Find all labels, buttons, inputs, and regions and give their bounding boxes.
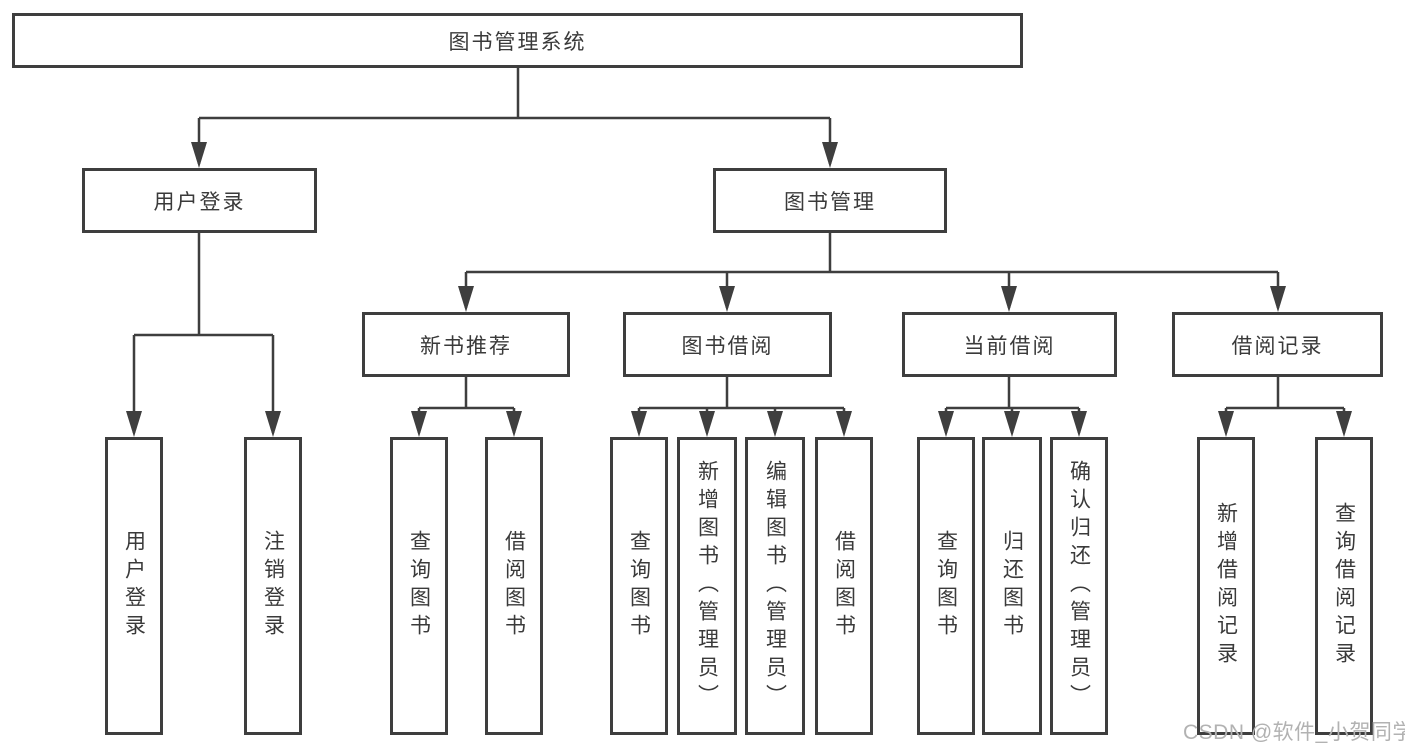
leaf-query-books-recommend: 查询图书 [390, 437, 448, 735]
leaf-logout: 注销登录 [244, 437, 302, 735]
node-book-borrowing: 图书借阅 [623, 312, 832, 377]
node-label: 借阅图书 [832, 530, 856, 642]
leaf-borrow-books-borrowing: 借阅图书 [815, 437, 873, 735]
node-label: 编辑图书（管理员） [763, 460, 787, 712]
node-label: 图书借阅 [681, 334, 774, 358]
leaf-user-login: 用户登录 [105, 437, 163, 735]
node-label: 确认归还（管理员） [1067, 460, 1091, 712]
node-label: 用户登录 [122, 530, 146, 642]
node-label: 用户登录 [153, 190, 246, 214]
node-new-book-recommendation: 新书推荐 [362, 312, 570, 377]
node-borrowing-records: 借阅记录 [1172, 312, 1383, 377]
node-library-management-system: 图书管理系统 [12, 13, 1023, 68]
node-label: 新增借阅记录 [1214, 502, 1238, 670]
node-label: 图书管理 [784, 190, 876, 214]
leaf-query-books-borrowing: 查询图书 [610, 437, 668, 735]
leaf-query-books-current: 查询图书 [917, 437, 975, 735]
node-label: 查询图书 [407, 530, 431, 642]
node-label: 借阅图书 [502, 530, 526, 642]
node-label: 当前借阅 [963, 334, 1056, 358]
leaf-add-books-admin: 新增图书（管理员） [677, 437, 737, 735]
node-label: 新书推荐 [420, 334, 512, 358]
leaf-query-borrow-record: 查询借阅记录 [1315, 437, 1373, 735]
leaf-edit-books-admin: 编辑图书（管理员） [745, 437, 805, 735]
node-label: 图书管理系统 [448, 30, 587, 54]
node-label: 查询借阅记录 [1332, 502, 1356, 670]
csdn-watermark: CSDN @软件_小贺同学 [1183, 721, 1405, 744]
leaf-return-books: 归还图书 [982, 437, 1042, 735]
leaf-confirm-return-admin: 确认归还（管理员） [1050, 437, 1108, 735]
leaf-add-borrow-record: 新增借阅记录 [1197, 437, 1255, 735]
leaf-borrow-books-recommend: 借阅图书 [485, 437, 543, 735]
node-label: 查询图书 [934, 530, 958, 642]
node-user-login: 用户登录 [82, 168, 317, 233]
node-label: 归还图书 [1000, 530, 1024, 642]
node-label: 注销登录 [261, 530, 285, 642]
node-label: 新增图书（管理员） [695, 460, 719, 712]
node-current-borrowing: 当前借阅 [902, 312, 1117, 377]
node-label: 借阅记录 [1231, 334, 1324, 358]
node-label: 查询图书 [627, 530, 651, 642]
node-book-management: 图书管理 [713, 168, 947, 233]
